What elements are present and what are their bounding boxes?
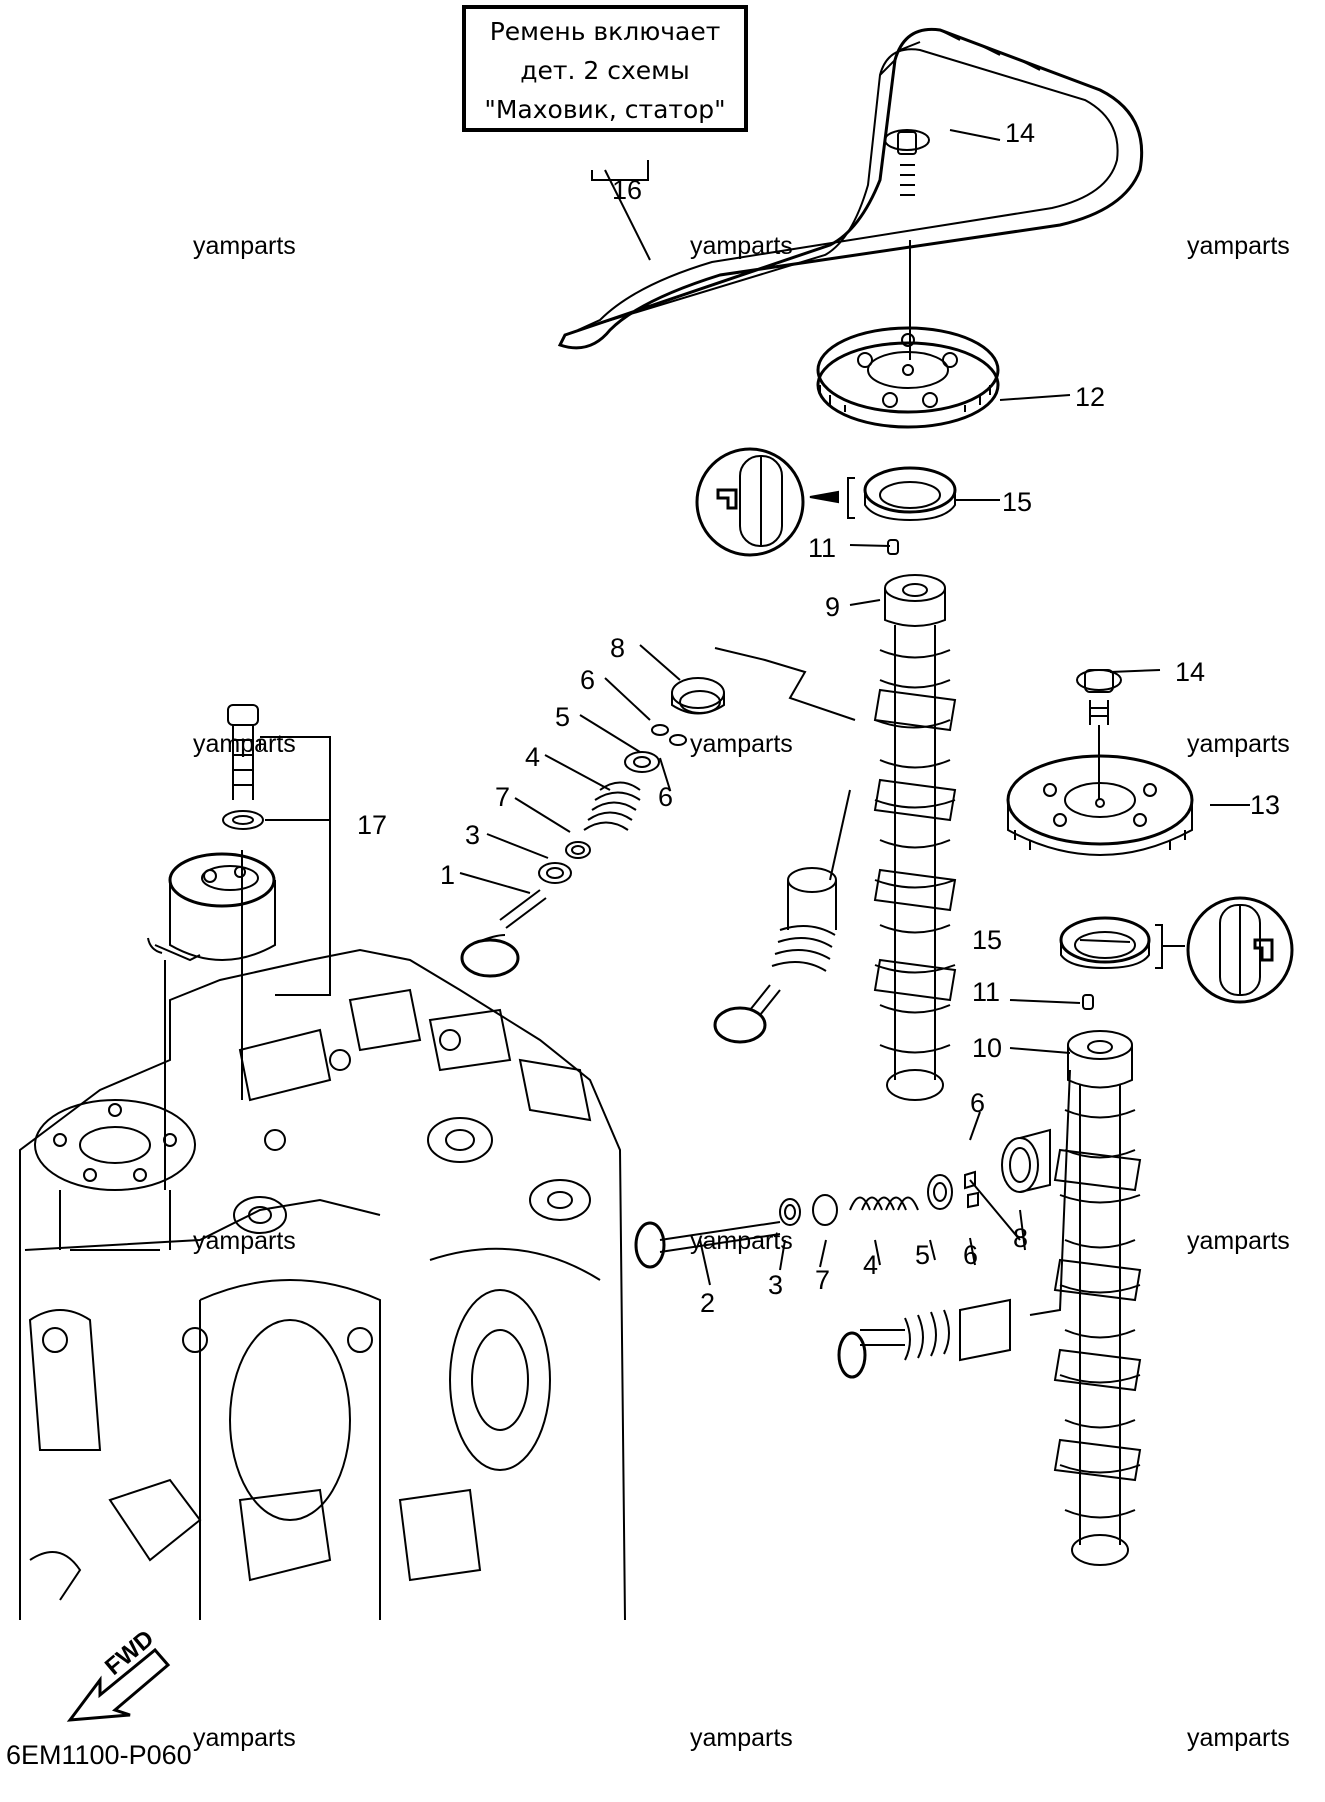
callout-14-top: 14	[1005, 118, 1036, 148]
watermark: yamparts	[1187, 1227, 1290, 1255]
callout-1: 1	[440, 860, 456, 890]
timing-belt	[557, 27, 1144, 350]
callout-12: 12	[1075, 382, 1106, 412]
belt-note: Ремень включает дет. 2 схемы "Маховик, с…	[462, 5, 748, 132]
valve-assembly-upper	[460, 677, 725, 978]
watermark: yamparts	[193, 1227, 296, 1255]
valve-assembled-lower	[837, 1298, 1011, 1379]
watermark: yamparts	[1187, 232, 1290, 260]
watermark: yamparts	[193, 730, 296, 758]
watermark: yamparts	[1187, 1724, 1290, 1752]
callout-14-lower: 14	[1175, 657, 1206, 687]
oil-seal-15-lower	[1059, 896, 1294, 1004]
callout-7-upper: 7	[495, 782, 511, 812]
callout-4-lower: 4	[863, 1250, 879, 1280]
watermark: yamparts	[690, 1227, 793, 1255]
callout-17: 17	[357, 810, 388, 840]
callout-5-lower: 5	[915, 1240, 931, 1270]
callout-10: 10	[972, 1033, 1003, 1063]
watermark: yamparts	[690, 730, 793, 758]
diagram-code: 6EM1100-P060	[6, 1740, 192, 1770]
watermark: yamparts	[1187, 730, 1290, 758]
callout-6-lower: 6	[963, 1240, 979, 1270]
callout-6-lower-top: 6	[970, 1088, 986, 1118]
callout-13: 13	[1250, 790, 1281, 820]
camshaft-9	[873, 539, 957, 1101]
callout-6-upper-right: 6	[658, 782, 674, 812]
oil-seal-15-top	[695, 447, 957, 557]
callout-9: 9	[825, 592, 841, 622]
watermark: yamparts	[193, 232, 296, 260]
cylinder-head	[19, 948, 626, 1621]
callout-15-top: 15	[1002, 487, 1033, 517]
cam-pulley-12	[816, 129, 1000, 429]
callout-2: 2	[700, 1288, 716, 1318]
callout-5-upper: 5	[555, 702, 571, 732]
callout-8-lower: 8	[1013, 1223, 1029, 1253]
belt-note-line-1: Ремень включает	[489, 17, 721, 46]
callout-8-upper: 8	[610, 633, 626, 663]
callout-11-top: 11	[808, 533, 837, 563]
leader-lines	[164, 129, 1250, 1316]
callout-15-lower: 15	[972, 925, 1003, 955]
callout-7-lower: 7	[815, 1265, 831, 1295]
tensioner-17	[147, 704, 276, 962]
valve-assembly-lower	[634, 1128, 1051, 1269]
callout-6-upper-left: 6	[580, 665, 596, 695]
callout-3-lower: 3	[768, 1270, 784, 1300]
belt-note-line-2: дет. 2 схемы	[520, 56, 690, 85]
watermark: yamparts	[690, 232, 793, 260]
camshaft-10	[1053, 994, 1142, 1566]
fwd-arrow-icon	[66, 1647, 171, 1722]
callout-3-upper: 3	[465, 820, 481, 850]
callout-16: 16	[612, 175, 643, 205]
belt-note-line-3: "Маховик, статор"	[484, 95, 726, 124]
callout-11-lower: 11	[972, 977, 1001, 1007]
valve-assembled-upper	[713, 867, 837, 1044]
callout-4-upper: 4	[525, 742, 541, 772]
watermark: yamparts	[690, 1724, 793, 1752]
cam-pulley-13	[1006, 669, 1194, 856]
watermark: yamparts	[193, 1724, 296, 1752]
